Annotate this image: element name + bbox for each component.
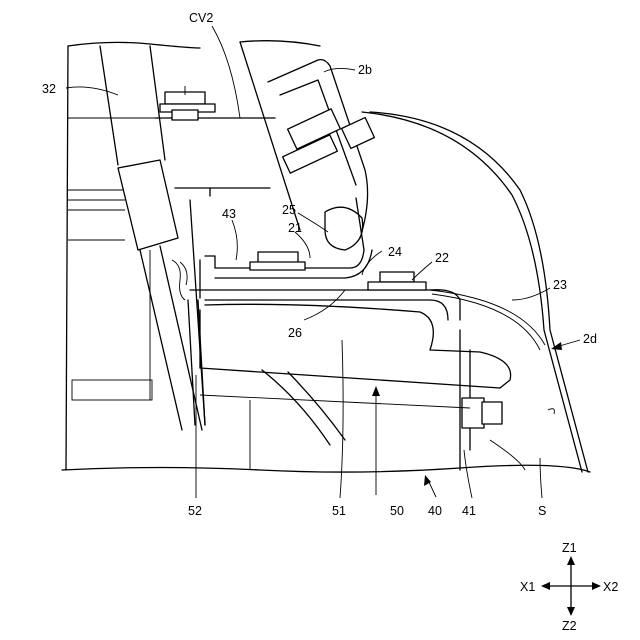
arrowhead-50 (372, 386, 380, 396)
direction-indicator: Z1 Z2 X1 X2 (520, 541, 618, 633)
label-51: 51 (332, 504, 346, 518)
label-26: 26 (288, 326, 302, 340)
label-s: S (538, 504, 546, 518)
label-32: 32 (42, 82, 56, 96)
axis-label-x2: X2 (603, 580, 618, 594)
label-2b: 2b (358, 63, 372, 77)
label-41: 41 (462, 504, 476, 518)
axis-label-z1: Z1 (562, 541, 577, 555)
reference-labels: CV2 32 2b 43 25 21 24 22 23 2d 26 52 51 … (42, 11, 597, 518)
label-24: 24 (388, 245, 402, 259)
axis-label-z2: Z2 (562, 619, 577, 633)
damper-32 (118, 160, 205, 430)
arrow-x1 (541, 582, 550, 590)
label-40: 40 (428, 504, 442, 518)
arrow-z1 (567, 556, 575, 565)
axis-label-x1: X1 (520, 580, 535, 594)
label-2d: 2d (583, 332, 597, 346)
label-21: 21 (288, 221, 302, 235)
label-52: 52 (188, 504, 202, 518)
arrowhead-2d (551, 342, 562, 350)
label-50: 50 (390, 504, 404, 518)
label-25: 25 (282, 203, 296, 217)
rear-bracket-40 (200, 330, 525, 470)
cross-member-cv2 (155, 86, 275, 196)
arrow-x2 (592, 582, 601, 590)
label-cv2: CV2 (189, 11, 213, 25)
arrow-z2 (567, 607, 575, 616)
label-23: 23 (553, 278, 567, 292)
plate-43 (190, 272, 460, 320)
label-43: 43 (222, 207, 236, 221)
label-22: 22 (435, 251, 449, 265)
